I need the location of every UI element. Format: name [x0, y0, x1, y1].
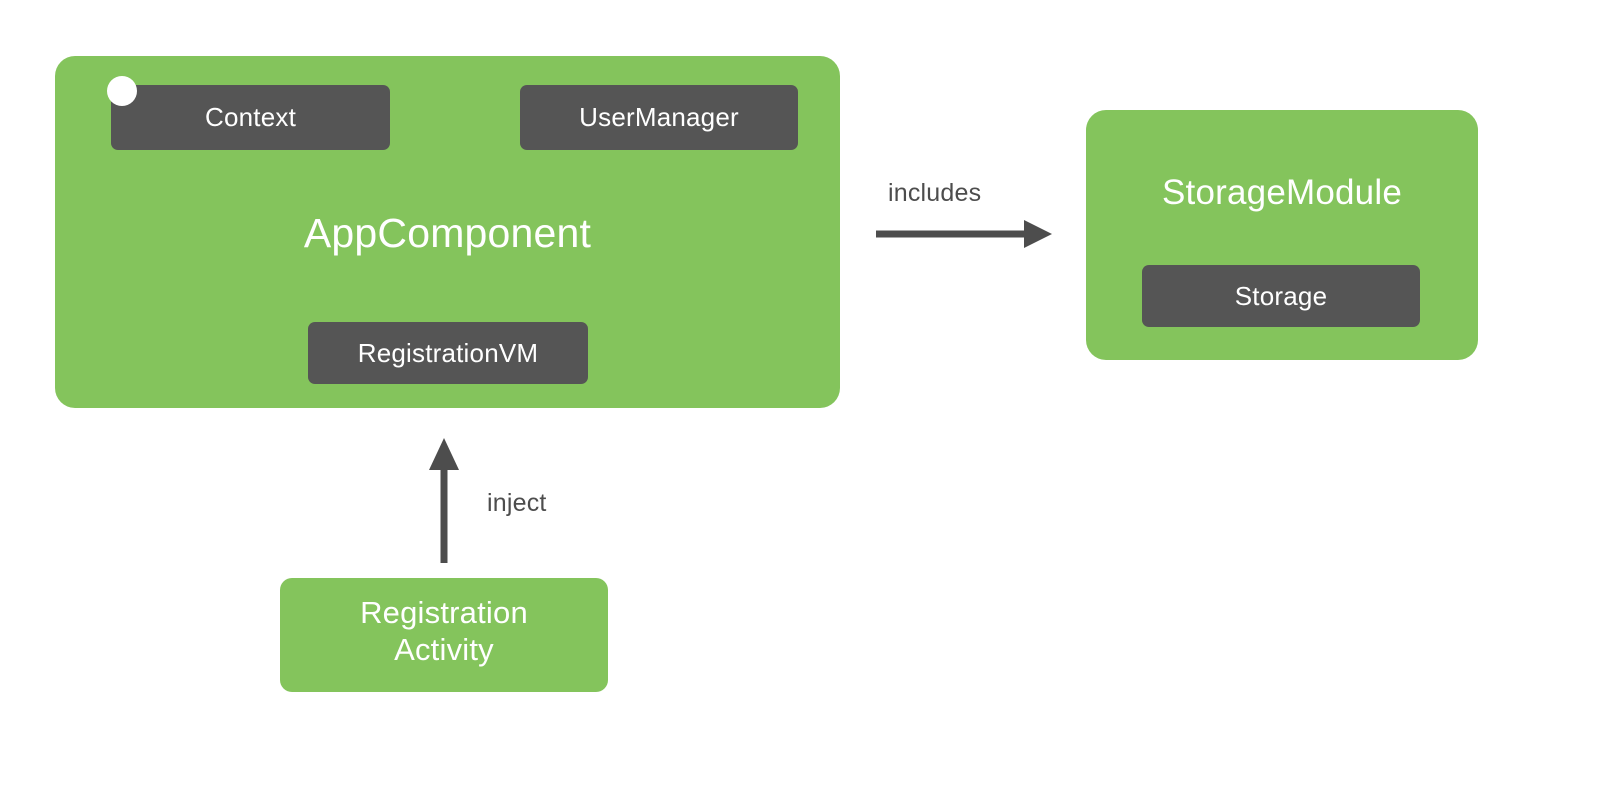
inject-arrow-icon: [429, 438, 459, 563]
edge-label-inject: inject: [487, 489, 547, 517]
dependency-chip-storage-label: Storage: [1234, 280, 1328, 311]
dependency-chip-context-label: Context: [204, 102, 296, 132]
dependency-chip-registrationvm-label: RegistrationVM: [357, 337, 539, 368]
dependency-chip-usermanager-label: UserManager: [579, 102, 739, 132]
dependency-chip-registrationvm[interactable]: RegistrationVM: [308, 322, 588, 384]
dependency-chip-storage[interactable]: Storage: [1142, 265, 1420, 327]
storage-module-title: StorageModule: [1162, 173, 1402, 212]
registration-activity-card[interactable]: [280, 578, 608, 692]
app-component-title: AppComponent: [303, 210, 592, 256]
dependency-chip-context[interactable]: Context: [111, 85, 390, 150]
edge-label-includes: includes: [888, 179, 982, 207]
entry-point-dot-icon: [107, 76, 137, 106]
registration-activity-title: Registration Activity: [360, 595, 528, 667]
includes-arrow-icon: [876, 220, 1052, 248]
dependency-chip-usermanager[interactable]: UserManager: [520, 85, 798, 150]
